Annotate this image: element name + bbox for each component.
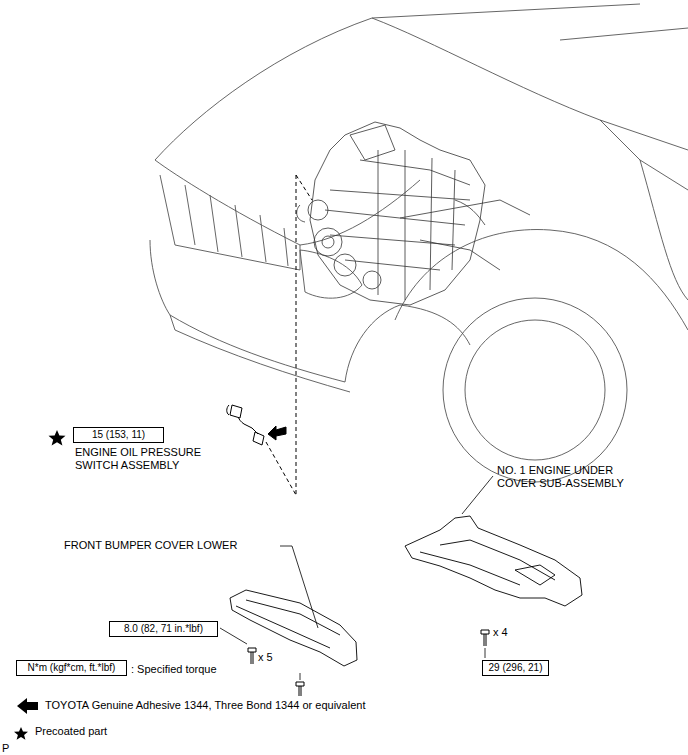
dashed-guide bbox=[266, 175, 312, 495]
page-code: P bbox=[2, 742, 9, 755]
torque-box: N*m (kgf*cm, ft.*lbf) bbox=[16, 660, 127, 676]
quantity-label: x 4 bbox=[493, 626, 508, 639]
legend-text: : Specified torque bbox=[131, 663, 217, 676]
adhesive-arrow bbox=[268, 426, 286, 440]
torque-box: 15 (153, 11) bbox=[73, 427, 164, 443]
legend-text: Precoated part bbox=[35, 725, 107, 738]
torque-value: 8.0 (82, 71 in.*lbf) bbox=[124, 623, 203, 634]
legend-star bbox=[14, 727, 28, 740]
engine-illustration bbox=[297, 122, 530, 305]
bolt bbox=[248, 630, 489, 696]
torque-value: N*m (kgf*cm, ft.*lbf) bbox=[28, 662, 116, 673]
quantity-label: x 5 bbox=[258, 651, 273, 664]
oil-pressure-switch bbox=[227, 405, 264, 445]
leader-line bbox=[220, 476, 493, 680]
bumper-cover-lower bbox=[230, 590, 357, 666]
torque-box: 29 (296, 21) bbox=[482, 660, 549, 676]
legend-text: TOYOTA Genuine Adhesive 1344, Three Bond… bbox=[45, 699, 365, 712]
vehicle-outline bbox=[150, 4, 688, 482]
torque-box: 8.0 (82, 71 in.*lbf) bbox=[109, 621, 218, 637]
torque-value: 15 (153, 11) bbox=[92, 429, 145, 440]
precoated-star bbox=[49, 430, 66, 446]
part-name: ENGINE OIL PRESSURE SWITCH ASSEMBLY bbox=[75, 446, 225, 472]
part-name: FRONT BUMPER COVER LOWER bbox=[64, 539, 237, 552]
part-name: NO. 1 ENGINE UNDER COVER SUB-ASSEMBLY bbox=[497, 464, 632, 490]
legend-arrow bbox=[17, 698, 38, 714]
engine-under-cover bbox=[405, 516, 582, 606]
torque-value: 29 (296, 21) bbox=[489, 662, 543, 673]
